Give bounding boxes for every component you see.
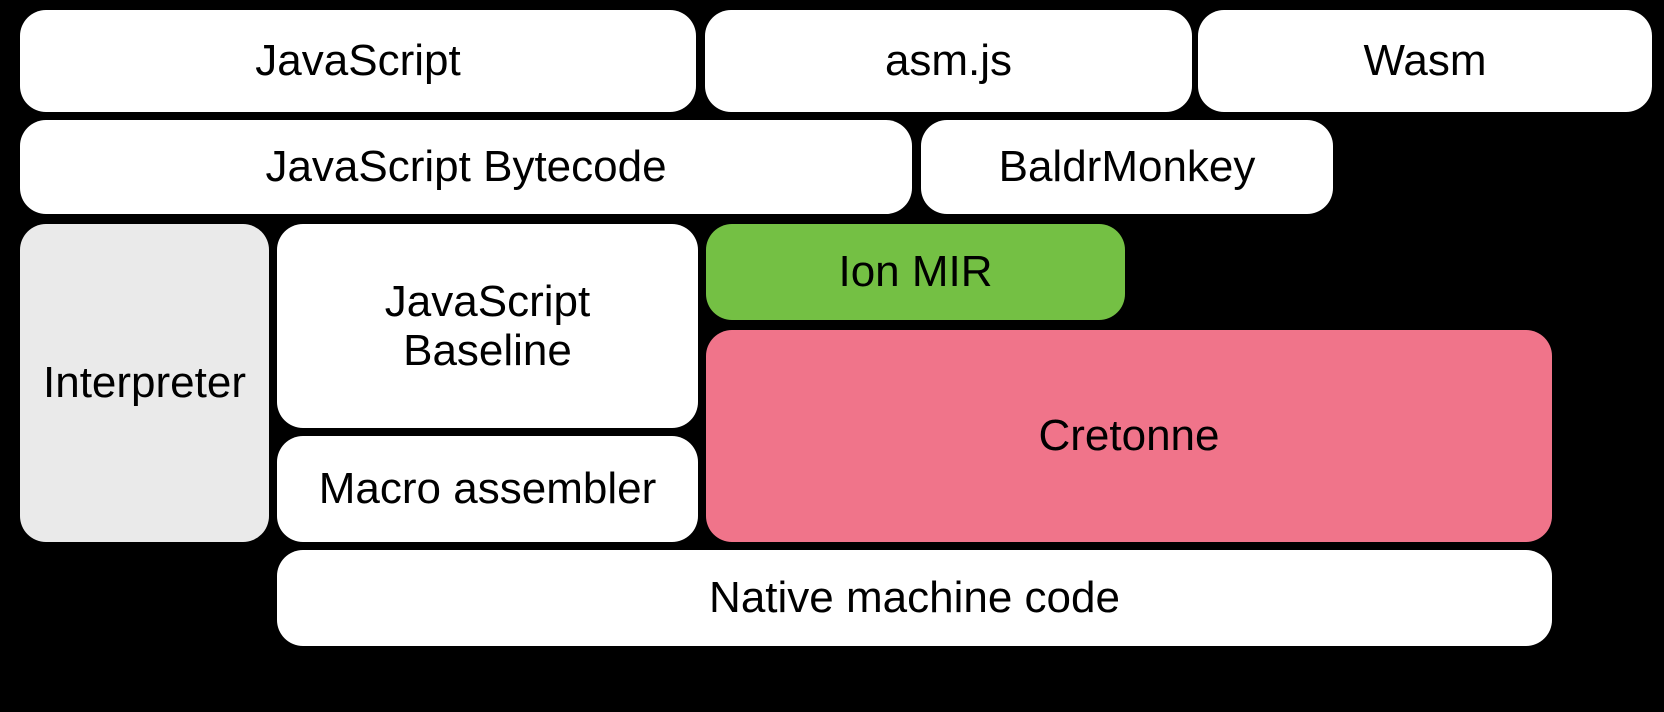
block-label-asm-js: asm.js: [884, 36, 1013, 86]
block-label-ion-mir: Ion MIR: [838, 247, 993, 297]
block-javascript-bytecode: JavaScript Bytecode: [20, 120, 912, 214]
block-label-javascript-bytecode: JavaScript Bytecode: [265, 142, 667, 192]
block-label-native-machine-code: Native machine code: [709, 573, 1120, 623]
block-macro-assembler: Macro assembler: [277, 436, 698, 542]
block-javascript: JavaScript: [20, 10, 696, 112]
block-asm-js: asm.js: [705, 10, 1192, 112]
block-label-javascript-baseline: JavaScript Baseline: [384, 276, 591, 375]
block-label-cretonne: Cretonne: [1038, 411, 1220, 461]
block-interpreter: Interpreter: [20, 224, 269, 542]
block-label-macro-assembler: Macro assembler: [318, 464, 657, 514]
block-label-wasm: Wasm: [1363, 36, 1487, 86]
block-wasm: Wasm: [1198, 10, 1652, 112]
block-javascript-baseline: JavaScript Baseline: [277, 224, 698, 428]
block-label-javascript: JavaScript: [255, 36, 461, 86]
block-native-machine-code: Native machine code: [277, 550, 1552, 646]
block-baldrmonkey: BaldrMonkey: [921, 120, 1333, 214]
block-cretonne: Cretonne: [706, 330, 1552, 542]
block-label-interpreter: Interpreter: [43, 358, 246, 408]
block-ion-mir: Ion MIR: [706, 224, 1125, 320]
block-label-baldrmonkey: BaldrMonkey: [998, 142, 1256, 192]
